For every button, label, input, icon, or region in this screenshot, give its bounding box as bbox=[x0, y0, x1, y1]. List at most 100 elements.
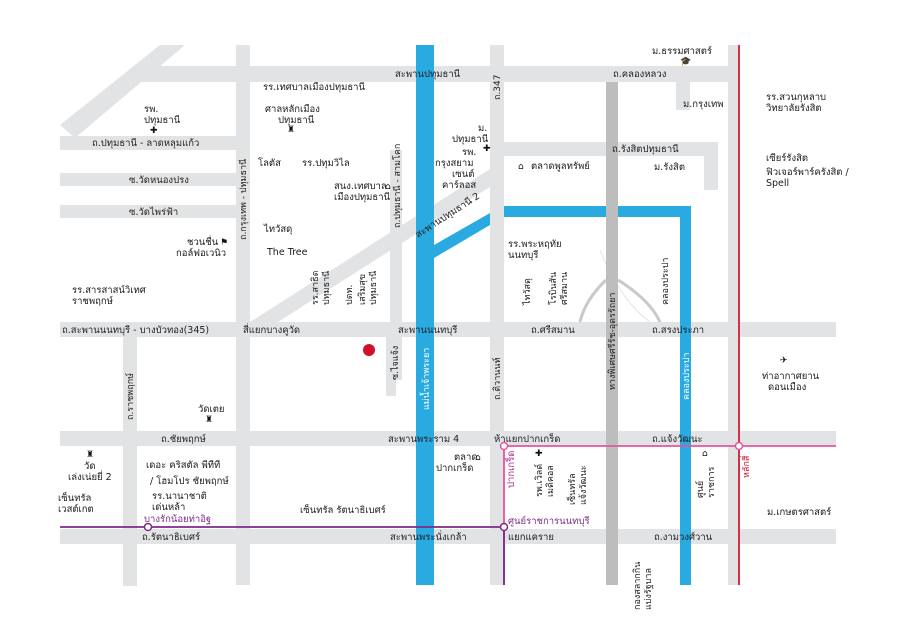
road-kr-pathum bbox=[236, 45, 250, 585]
place-sarit-2: ปทุมธานี bbox=[321, 271, 332, 305]
label-bridge-nonthaburi: สะพานนนทบุรี bbox=[398, 324, 457, 336]
school-icon: 🎓 bbox=[680, 56, 691, 67]
place-pathum-hosp-1: รพ. bbox=[144, 104, 158, 115]
place-suan-kularb-2: วิทยาลัยรังสิต bbox=[765, 103, 821, 114]
place-pathum-wilai: รร.ปทุมวิไล bbox=[302, 157, 350, 169]
label-ratchaphruek: ถ.ราชพฤกษ์ bbox=[124, 373, 136, 420]
road-rangsit-stub bbox=[704, 142, 718, 190]
place-wat-leng-2: เล่งเน่ยยี่ 2 bbox=[68, 470, 112, 483]
label-sorachaprapha: ถ.สรงประภา bbox=[652, 325, 704, 336]
government-icon-2: ⌂ bbox=[702, 449, 708, 459]
road-pathum-sam bbox=[390, 150, 402, 380]
place-pathum-hosp-2: ปทุมธานี bbox=[144, 114, 181, 126]
hospital-icon-3: ✚ bbox=[535, 449, 543, 459]
hospital-icon: ✚ bbox=[150, 126, 158, 136]
label-bang-rak-noi: บางรักน้อยท่าอิฐ bbox=[144, 514, 211, 525]
label-tiwanon: ถ.ติวานนท์ bbox=[491, 357, 503, 400]
place-world-hosp-2: เมดิคอล bbox=[545, 465, 556, 497]
river bbox=[416, 45, 691, 585]
road-nonthaburi bbox=[60, 322, 836, 337]
place-golf-1: ชวนชื่น bbox=[187, 235, 219, 248]
place-kt-hosp-3: เซนต์ bbox=[452, 168, 474, 180]
place-pak-kret-market-2: ปากเกร็ด bbox=[436, 461, 473, 474]
road-right bbox=[728, 45, 740, 585]
place-uni-pathum-2: ปทุมธานี bbox=[452, 133, 489, 145]
place-central-west-2: เวสต์เกต bbox=[58, 503, 94, 515]
place-future-park-2: Spell bbox=[766, 178, 789, 189]
market-icon: ⌂ bbox=[518, 162, 524, 172]
place-city-office-2: เมืองปทุมธานี bbox=[334, 191, 391, 203]
road-rattanathibet bbox=[60, 529, 836, 544]
place-central-chaeng-1: เซ็นทรัล bbox=[565, 473, 578, 505]
place-suan-kularb-1: รร.สวนกุหลาบ bbox=[766, 92, 826, 103]
label-soi-jaew: ซ.ไจแจ้ง bbox=[390, 346, 401, 380]
place-airport-2: ดอนเมือง bbox=[768, 382, 806, 393]
place-kt-hosp-1: รพ. bbox=[462, 147, 476, 158]
place-charoen-2: ปทุมธานี bbox=[368, 271, 379, 305]
place-kt-hosp-2: กรุงสยาม bbox=[435, 158, 473, 169]
place-land-office-1: กองสลากกิน bbox=[632, 562, 643, 610]
place-nonthaburi-school-1: รร.พระหฤทัย bbox=[508, 239, 562, 250]
place-central-chaeng-2: แจ้งวัฒนะ bbox=[578, 465, 589, 505]
label-wat-phai: ซ.วัดไพร่ฟ้า bbox=[129, 206, 178, 218]
place-nanachat-2: เด่นหล้า bbox=[152, 502, 185, 513]
place-sarasas-2: ราชพฤกษ์ bbox=[72, 295, 113, 307]
station-lak-si[interactable] bbox=[734, 441, 744, 451]
place-airport-1: ท่าอากาศยาน bbox=[762, 371, 820, 382]
place-central-west-1: เซ็นทรัล bbox=[58, 491, 92, 504]
road-diagonal-tl bbox=[60, 45, 185, 138]
place-govt-hall-1: ศูนย์ bbox=[694, 481, 706, 498]
hospital-icon-2: ✚ bbox=[483, 144, 491, 154]
label-pathum-lat: ถ.ปทุมธานี - ลาดหลุมแก้ว bbox=[92, 137, 199, 149]
place-lotus: โลตัส bbox=[258, 157, 281, 169]
place-govt-hall-2: ราชการ bbox=[707, 467, 717, 498]
place-world-hosp-1: รพ.เวิลด์ bbox=[533, 464, 545, 497]
label-rattanathibet: ถ.รัตนาธิเบศร์ bbox=[142, 531, 200, 543]
place-future-rangsit: เซียร์รังสิต bbox=[766, 152, 808, 164]
road-wat-phai bbox=[60, 205, 250, 218]
expressway bbox=[606, 82, 618, 585]
label-kr-pathum: ถ.กรุงเทพ - ปทุมธานี bbox=[238, 159, 249, 240]
place-charoen-1: เสริมสุข bbox=[357, 274, 368, 305]
label-pak-kret-junction: ห้าแยกปากเกร็ด bbox=[494, 432, 560, 445]
place-klong-pha: คลองประปา bbox=[661, 258, 671, 305]
place-dharmasat: ม.ธรรมศาสตร์ bbox=[652, 45, 712, 57]
place-sarasas-1: รร.สารสาสน์วิเทศ bbox=[72, 284, 146, 296]
place-thesaban: รร.เทศบาลเมืองปทุมธานี bbox=[263, 81, 365, 93]
market-icon-2: ⌂ bbox=[475, 453, 481, 463]
road-tiwanon bbox=[490, 45, 504, 585]
label-pak-kret-station: ปากเกร็ด bbox=[504, 451, 517, 488]
station-govt[interactable] bbox=[499, 522, 509, 532]
place-city-office-1: สนง.เทศบาล bbox=[334, 181, 387, 192]
label-lak-si: หลักสี่ bbox=[739, 455, 752, 478]
label-chaeng: ถ.แจ้งวัฒนะ bbox=[652, 434, 703, 445]
station-bang-rak[interactable] bbox=[143, 522, 153, 532]
label-river: แม่น้ำเจ้าพระยา bbox=[419, 348, 432, 410]
label-khae-rai: แยกแคราย bbox=[508, 532, 554, 543]
label-chaiyaphruek: ถ.ชัยพฤกษ์ bbox=[161, 433, 206, 445]
label-sriman: ถ.ศรีสมาน bbox=[531, 324, 575, 336]
place-homepro: / โฮมโปร ชัยพฤกษ์ bbox=[150, 475, 229, 487]
place-future-park-1: ฟิวเจอร์พาร์ครังสิต / bbox=[766, 166, 850, 178]
label-nonthaburi345: ถ.สะพานนนทบุรี - บางบัวทอง(345) bbox=[62, 324, 209, 336]
road-krungthep-stub bbox=[676, 82, 690, 110]
road-network bbox=[60, 45, 836, 586]
place-kasetsart: ม.เกษตรศาสตร์ bbox=[767, 506, 831, 518]
place-nonthaburi-school-2: นนทบุรี bbox=[508, 249, 538, 261]
road-chaiyaphruek bbox=[60, 431, 836, 446]
location-marker[interactable] bbox=[363, 344, 375, 356]
label-khlong-luang: ถ.คลองหลวง bbox=[613, 69, 666, 80]
label-govt-center: ศูนย์ราชการนนทบุรี bbox=[508, 515, 590, 527]
road-top bbox=[140, 66, 740, 82]
place-sarit-1: รร.สาธิต bbox=[310, 270, 321, 305]
road-bridge2 bbox=[250, 160, 504, 322]
place-uni-pathum-1: ม. bbox=[478, 123, 487, 134]
place-wat-ted: วัดเตย bbox=[198, 404, 225, 415]
station-pak-kret[interactable] bbox=[499, 441, 509, 451]
place-ptt: ปตท. bbox=[345, 285, 355, 305]
road-wat-nong bbox=[60, 173, 250, 186]
label-klong-prapa: คลองประปา bbox=[682, 353, 692, 400]
place-market-pulsap: ตลาดพูลทรัพย์ bbox=[531, 160, 590, 172]
label-top: สะพานปทุมธานี bbox=[395, 68, 461, 80]
